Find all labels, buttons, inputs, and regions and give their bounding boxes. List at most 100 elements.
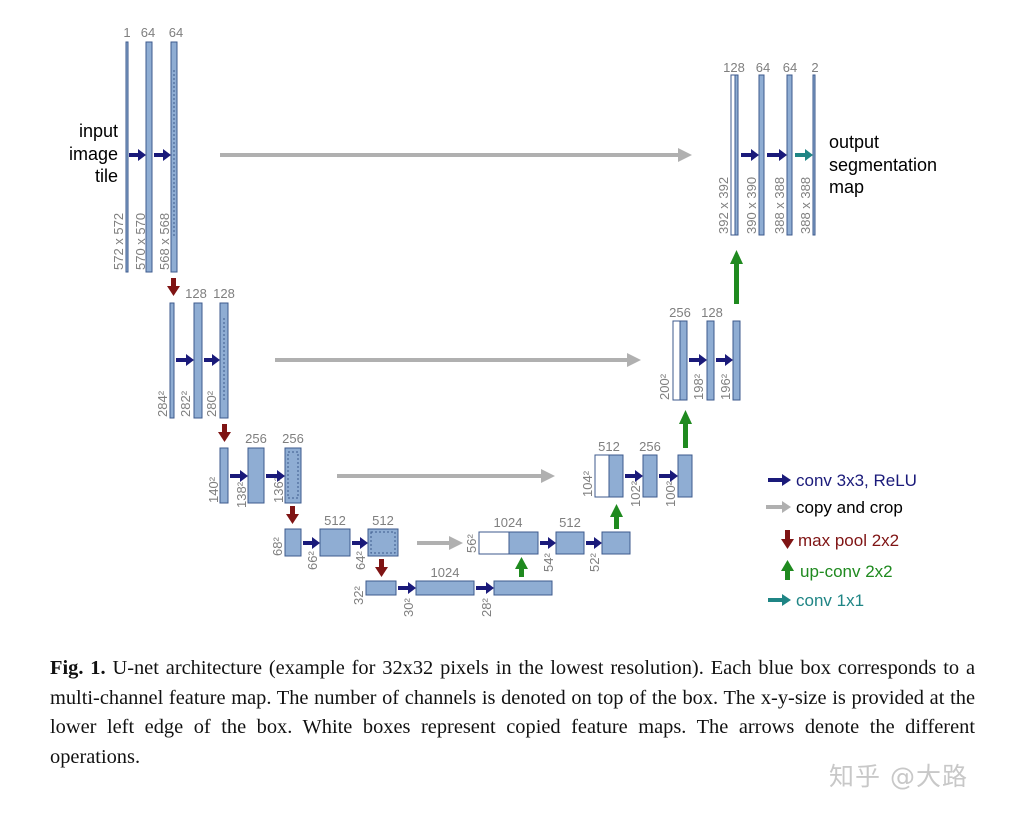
- channel-label: 256: [639, 439, 661, 454]
- max-pool-arrow-icon: [167, 278, 180, 296]
- size-label: 68²: [270, 537, 285, 556]
- copied-feature-map-box: [478, 531, 510, 555]
- encoder-level-4: 512 512 68² 66² 64²: [270, 513, 399, 570]
- feature-map-box: [145, 41, 153, 273]
- conv-arrow-icon: [659, 470, 678, 482]
- size-label: 54²: [541, 553, 556, 572]
- feature-map-box: [493, 580, 553, 596]
- size-label: 280²: [204, 390, 219, 417]
- up-conv-arrows: [515, 250, 743, 577]
- decoder-level-4: 1024 512 56² 54² 52²: [464, 515, 631, 572]
- channel-label: 2: [811, 60, 818, 75]
- feature-map-box: [508, 531, 539, 555]
- encoder-level-2: 128 128 284² 282² 280²: [155, 286, 235, 419]
- channel-label: 512: [372, 513, 394, 528]
- size-label: 28²: [479, 598, 494, 617]
- feature-map-box: [679, 320, 688, 401]
- feature-map-box: [365, 580, 397, 596]
- feature-map-box: [608, 454, 624, 498]
- size-label: 104²: [580, 470, 595, 497]
- copied-feature-map-box: [672, 320, 681, 401]
- size-label: 284²: [155, 390, 170, 417]
- conv-arrow-icon: [303, 537, 320, 549]
- up-conv-arrow-icon: [515, 557, 528, 577]
- unet-architecture-diagram: 1 64 64 572 x 572 570 x 570 568 x 568 in…: [69, 25, 937, 617]
- conv-arrow-icon: [625, 470, 643, 482]
- up-conv-arrow-icon: [781, 560, 794, 580]
- size-label: 388 x 388: [798, 177, 813, 234]
- feature-map-box: [193, 302, 203, 419]
- channel-label: 64: [141, 25, 155, 40]
- channel-label: 64: [783, 60, 797, 75]
- caption-text: U-net architecture (example for 32x32 pi…: [50, 657, 975, 768]
- bottleneck-level-5: 1024 32² 30² 28²: [351, 565, 553, 617]
- up-conv-arrow-icon: [610, 504, 623, 529]
- conv-arrow-icon: [204, 354, 220, 366]
- feature-map-box: [734, 74, 739, 236]
- size-label: 198²: [691, 373, 706, 400]
- conv-arrow-icon: [476, 582, 494, 594]
- channel-label: 256: [282, 431, 304, 446]
- conv1x1-arrow-icon: [795, 149, 813, 161]
- size-label: 200²: [657, 373, 672, 400]
- feature-map-box: [319, 528, 351, 557]
- size-label: 136²: [271, 476, 286, 503]
- conv1x1-arrow-icon: [768, 594, 791, 606]
- channel-label: 512: [598, 439, 620, 454]
- channel-label: 1024: [494, 515, 523, 530]
- conv-arrow-icon: [176, 354, 194, 366]
- legend: conv 3x3, ReLU copy and crop max pool 2x…: [766, 471, 917, 610]
- size-label: 102²: [628, 480, 643, 507]
- input-label-line: input: [79, 121, 118, 141]
- channel-label: 1: [123, 25, 130, 40]
- copy-crop-arrow-icon: [337, 469, 555, 483]
- size-label: 140²: [206, 476, 221, 503]
- up-conv-arrow-icon: [730, 250, 743, 304]
- max-pool-arrow-icon: [286, 506, 299, 524]
- conv-arrow-icon: [689, 354, 707, 366]
- decoder-level-3: 512 256 104² 102² 100²: [580, 439, 693, 507]
- legend-label: conv 1x1: [796, 591, 864, 610]
- feature-map-box: [758, 74, 765, 236]
- conv-arrow-icon: [266, 470, 285, 482]
- legend-label: conv 3x3, ReLU: [796, 471, 917, 490]
- output-label-line: segmentation: [829, 155, 937, 175]
- channel-label: 256: [245, 431, 267, 446]
- size-label: 196²: [718, 373, 733, 400]
- channel-label: 512: [559, 515, 581, 530]
- max-pool-arrow-icon: [375, 559, 388, 577]
- crop-region-dashes: [287, 451, 299, 499]
- size-label: 100²: [663, 480, 678, 507]
- legend-label: max pool 2x2: [798, 531, 899, 550]
- conv-arrow-icon: [230, 470, 248, 482]
- feature-map-box: [706, 320, 715, 401]
- copy-crop-arrows: [220, 148, 692, 550]
- size-label: 388 x 388: [772, 177, 787, 234]
- input-label-line: image: [69, 144, 118, 164]
- size-label: 568 x 568: [157, 213, 172, 270]
- feature-map-box: [170, 41, 178, 273]
- feature-map-box: [247, 447, 265, 504]
- watermark: 知乎 @大路: [829, 762, 968, 791]
- conv-arrow-icon: [129, 149, 146, 161]
- channel-label: 128: [723, 60, 745, 75]
- copied-feature-map-box: [594, 454, 610, 498]
- conv-arrow-icon: [586, 537, 602, 549]
- size-label: 64²: [353, 551, 368, 570]
- feature-map-box: [732, 320, 741, 401]
- feature-map-box: [284, 447, 302, 504]
- size-label: 282²: [178, 390, 193, 417]
- copy-crop-arrow-icon: [766, 501, 791, 513]
- size-label: 570 x 570: [133, 213, 148, 270]
- size-label: 56²: [464, 534, 479, 553]
- up-conv-arrow-icon: [679, 410, 692, 448]
- feature-map-box: [367, 528, 399, 557]
- conv-arrow-icon: [767, 149, 787, 161]
- size-label: 392 x 392: [716, 177, 731, 234]
- size-label: 66²: [305, 551, 320, 570]
- size-label: 572 x 572: [111, 213, 126, 270]
- feature-map-box: [169, 302, 175, 419]
- encoder-level-3: 256 256 140² 138² 136²: [206, 431, 304, 508]
- size-label: 30²: [401, 598, 416, 617]
- channel-label: 128: [701, 305, 723, 320]
